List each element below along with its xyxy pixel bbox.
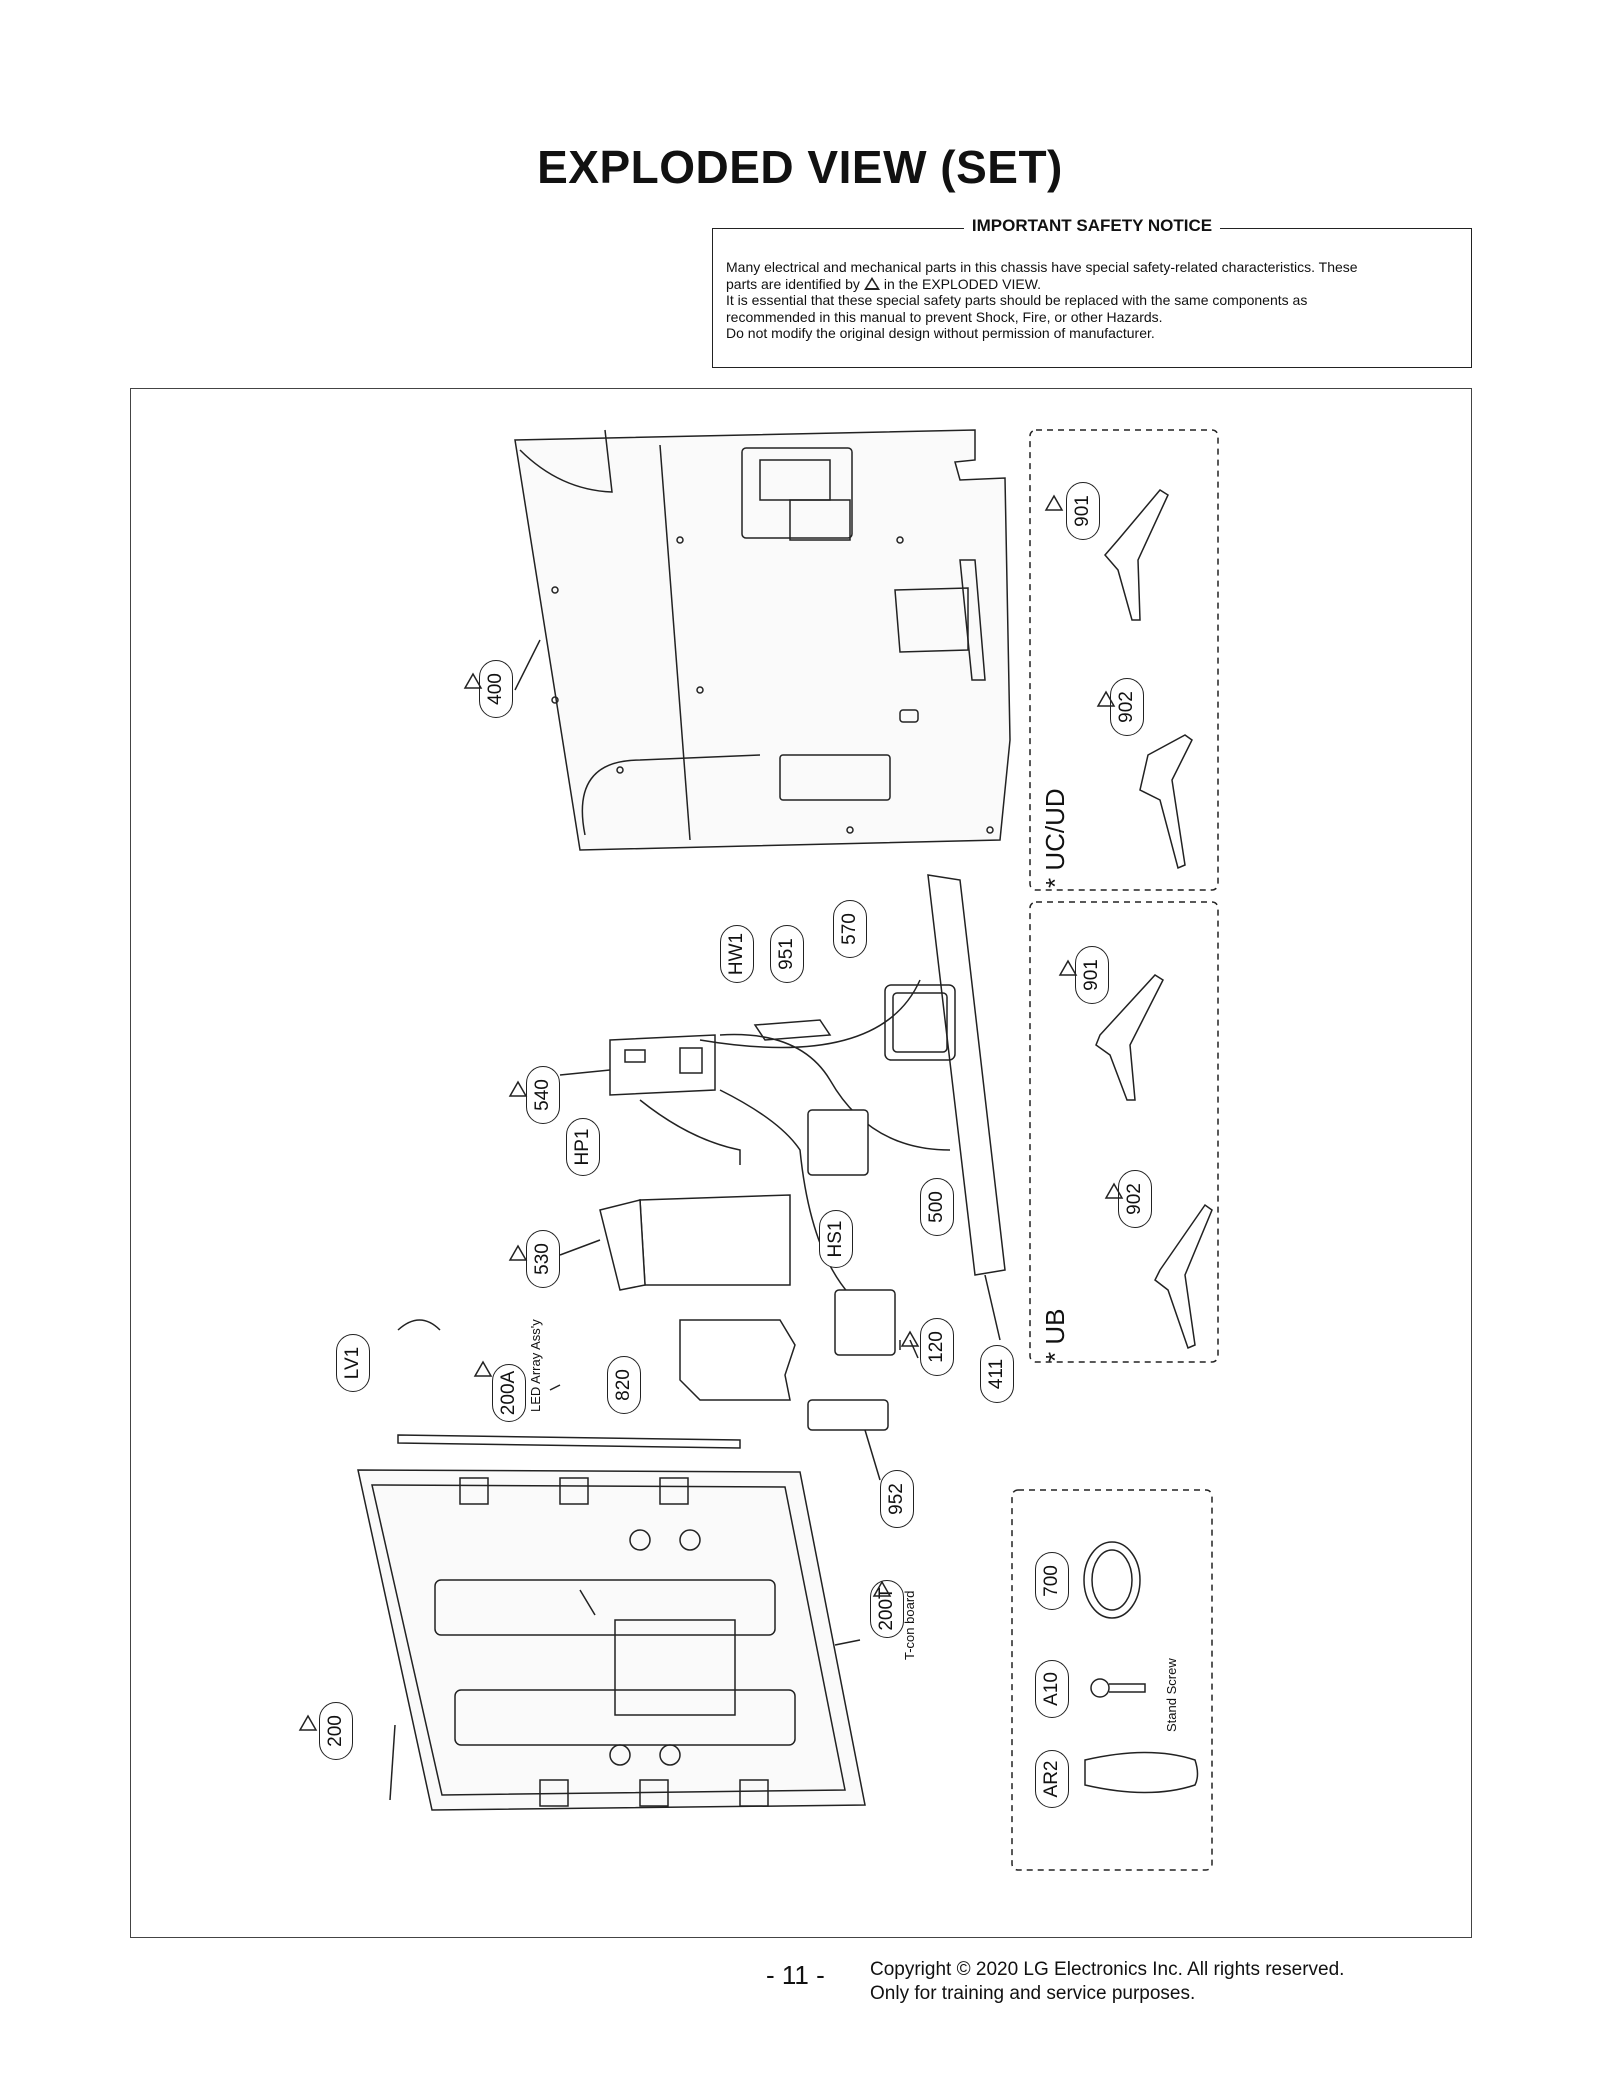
part-ar2-callout: AR2	[1035, 1750, 1069, 1808]
notice-line-5: Do not modify the original design withou…	[726, 325, 1155, 341]
group-ub-label: * UB	[1040, 1308, 1070, 1362]
notice-line-4: recommended in this manual to prevent Sh…	[726, 308, 1163, 325]
panel-drawing	[357, 1469, 866, 1811]
page-number: - 11 -	[766, 1960, 825, 1990]
part-hw1-callout: HW1	[720, 925, 754, 983]
warning-triangle-icon	[1044, 494, 1064, 511]
back-cover-drawing	[514, 429, 1011, 851]
footer-copyright: Copyright © 2020 LG Electronics Inc. All…	[870, 1959, 1345, 2004]
safety-notice-text: Many electrical and mechanical parts in …	[726, 259, 1460, 342]
part-120-callout: 120	[920, 1318, 954, 1376]
part-200-callout: 200	[319, 1702, 353, 1760]
part-200a-callout: 200A	[492, 1364, 526, 1422]
warning-triangle-icon	[473, 1360, 493, 1377]
warning-triangle-icon	[872, 1580, 892, 1597]
safety-notice-box: IMPORTANT SAFETY NOTICE Many electrical …	[712, 216, 1472, 368]
part-lv1-callout: LV1	[336, 1334, 370, 1392]
notice-line-1: Many electrical and mechanical parts in …	[726, 259, 1358, 275]
part-hs1-callout: HS1	[819, 1210, 853, 1268]
warning-triangle-icon	[508, 1244, 528, 1261]
part-700-callout: 700	[1035, 1552, 1069, 1610]
diagram-frame	[130, 388, 1472, 1938]
warning-triangle-icon	[463, 672, 483, 689]
notice-line-3: It is essential that these special safet…	[726, 292, 1308, 308]
part-a10-callout: A10	[1035, 1660, 1069, 1718]
tcon-board-label: T-con board	[902, 1590, 917, 1660]
led-array-label: LED Array Ass'y	[528, 1319, 543, 1412]
page-title: EXPLODED VIEW (SET)	[537, 141, 1063, 193]
group-ucud-label: * UC/UD	[1040, 788, 1070, 888]
warning-triangle-icon	[298, 1714, 318, 1731]
warning-triangle-icon	[508, 1080, 528, 1097]
safety-notice-heading: IMPORTANT SAFETY NOTICE	[963, 216, 1221, 235]
warning-triangle-icon	[900, 1330, 920, 1347]
part-951-callout: 951	[770, 925, 804, 983]
part-500-callout: 500	[920, 1178, 954, 1236]
warning-triangle-icon	[1096, 690, 1116, 707]
stand-screw-label: Stand Screw	[1164, 1658, 1179, 1732]
warning-triangle-icon	[1058, 959, 1078, 976]
part-411-callout: 411	[980, 1345, 1014, 1403]
part-901-callout: 901	[1066, 482, 1100, 540]
part-530-callout: 530	[526, 1230, 560, 1288]
part-952-callout: 952	[880, 1470, 914, 1528]
part-hp1-callout: HP1	[566, 1118, 600, 1176]
warning-triangle-icon	[863, 276, 880, 290]
part-902-callout: 902	[1118, 1170, 1152, 1228]
part-902-callout: 902	[1110, 678, 1144, 736]
warning-triangle-icon	[1104, 1182, 1124, 1199]
part-570-callout: 570	[833, 900, 867, 958]
part-400-callout: 400	[479, 660, 513, 718]
part-820-callout: 820	[607, 1356, 641, 1414]
part-540-callout: 540	[526, 1066, 560, 1124]
